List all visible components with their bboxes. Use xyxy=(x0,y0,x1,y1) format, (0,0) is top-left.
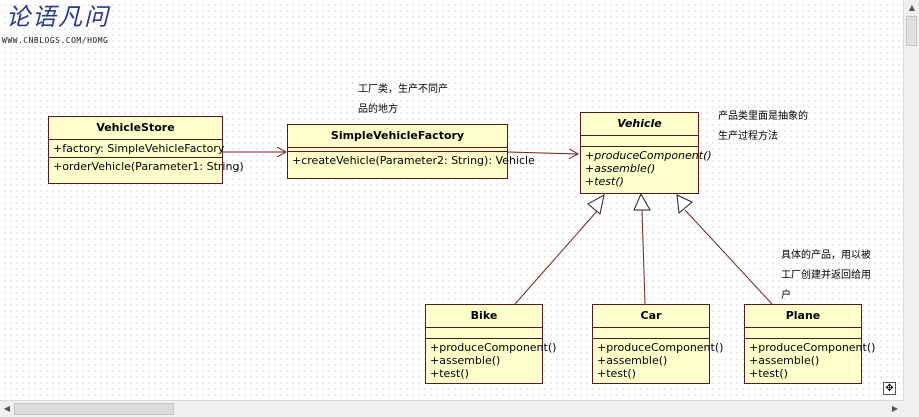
blog-logo: 论语凡问 xyxy=(6,3,110,31)
note-line: 品的地方 xyxy=(358,104,398,115)
generalization-arrowhead-car xyxy=(633,192,651,211)
operation: +produceComponent() xyxy=(749,341,876,354)
scroll-left-icon[interactable]: ◀ xyxy=(3,404,11,413)
attributes-section xyxy=(581,136,698,147)
diagram-canvas: 论语凡问 WWW.CNBLOGS.COM/HOMG VehicleStore +… xyxy=(0,0,903,400)
note-line: 产品类里面是抽象的 xyxy=(718,111,808,122)
note-line: 生产过程方法 xyxy=(718,131,778,142)
operations-section: +produceComponent() +assemble() +test() xyxy=(426,339,557,382)
operation: +produceComponent() xyxy=(430,341,557,354)
dependency-factory-vehicle[interactable] xyxy=(506,152,578,154)
scrollbar-corner xyxy=(903,400,919,417)
generalization-car-vehicle[interactable] xyxy=(641,209,646,305)
relationship-lines xyxy=(222,0,773,305)
scroll-right-icon[interactable]: ▶ xyxy=(891,404,899,413)
operation: +produceComponent() xyxy=(597,341,724,354)
operation: +produceComponent() xyxy=(585,149,712,162)
operations-section: +produceComponent() +assemble() +test() xyxy=(593,339,724,382)
operations-section: +produceComponent() +assemble() +test() xyxy=(581,147,712,190)
generalization-arrowhead-plane xyxy=(676,194,693,214)
note-vehicle[interactable]: 产品类里面是抽象的 生产过程方法 xyxy=(718,107,808,147)
operation: +test() xyxy=(585,175,624,188)
generalization-bike-vehicle[interactable] xyxy=(514,209,599,305)
generalization-plane-vehicle[interactable] xyxy=(684,209,773,305)
note-factory[interactable]: 工厂类，生产不同产 品的地方 xyxy=(358,80,448,120)
scroll-up-icon[interactable]: ▲ xyxy=(908,3,916,12)
horizontal-scroll-thumb[interactable] xyxy=(14,403,174,415)
note-line: 具体的产品，用以被 xyxy=(781,250,871,261)
vertical-scrollbar[interactable]: ▲ xyxy=(903,0,919,400)
class-vehicle-store[interactable]: VehicleStore +factory: SimpleVehicleFact… xyxy=(48,116,244,184)
class-plane[interactable]: Plane +produceComponent() +assemble() +t… xyxy=(744,304,876,384)
blog-url: WWW.CNBLOGS.COM/HOMG xyxy=(2,36,109,45)
class-simple-vehicle-factory[interactable]: SimpleVehicleFactory +createVehicle(Para… xyxy=(287,124,535,179)
operation: +test() xyxy=(430,367,469,380)
class-name: SimpleVehicleFactory xyxy=(288,125,507,148)
attributes-section: +factory: SimpleVehicleFactory xyxy=(49,140,225,158)
class-name: Vehicle xyxy=(581,113,698,136)
note-products[interactable]: 具体的产品，用以被 工厂创建并返回给用 户 xyxy=(781,246,871,306)
attributes-section xyxy=(426,328,542,339)
class-vehicle[interactable]: Vehicle +produceComponent() +assemble() … xyxy=(580,112,712,194)
attributes-section xyxy=(593,328,709,339)
class-name: VehicleStore xyxy=(49,117,222,140)
operations-section: +createVehicle(Parameter2: String): Vehi… xyxy=(288,152,535,169)
operations-section: +produceComponent() +assemble() +test() xyxy=(745,339,876,382)
operation: +assemble() xyxy=(597,354,668,367)
operation: +createVehicle(Parameter2: String): Vehi… xyxy=(292,154,535,167)
horizontal-scrollbar[interactable]: ◀ ▶ xyxy=(0,400,903,417)
note-line: 工厂类，生产不同产 xyxy=(358,84,448,95)
generalization-arrowhead-bike xyxy=(587,194,605,215)
operation: +test() xyxy=(749,367,788,380)
class-car[interactable]: Car +produceComponent() +assemble() +tes… xyxy=(592,304,724,384)
operation: +assemble() xyxy=(585,162,656,175)
attribute: +factory: SimpleVehicleFactory xyxy=(53,142,225,155)
operation: +orderVehicle(Parameter1: String) xyxy=(53,160,244,173)
operation: +assemble() xyxy=(749,354,820,367)
vertical-scroll-thumb[interactable] xyxy=(906,16,917,46)
attributes-section xyxy=(745,328,861,339)
pan-move-icon[interactable]: ✥ xyxy=(883,382,896,395)
class-name: Plane xyxy=(745,305,861,328)
note-line: 户 xyxy=(781,290,791,301)
class-name: Car xyxy=(593,305,709,328)
class-bike[interactable]: Bike +produceComponent() +assemble() +te… xyxy=(425,304,557,384)
note-line: 工厂创建并返回给用 xyxy=(781,270,871,281)
attributes-section xyxy=(288,148,507,152)
operations-section: +orderVehicle(Parameter1: String) xyxy=(49,158,244,175)
operation: +test() xyxy=(597,367,636,380)
class-name: Bike xyxy=(426,305,542,328)
operation: +assemble() xyxy=(430,354,501,367)
